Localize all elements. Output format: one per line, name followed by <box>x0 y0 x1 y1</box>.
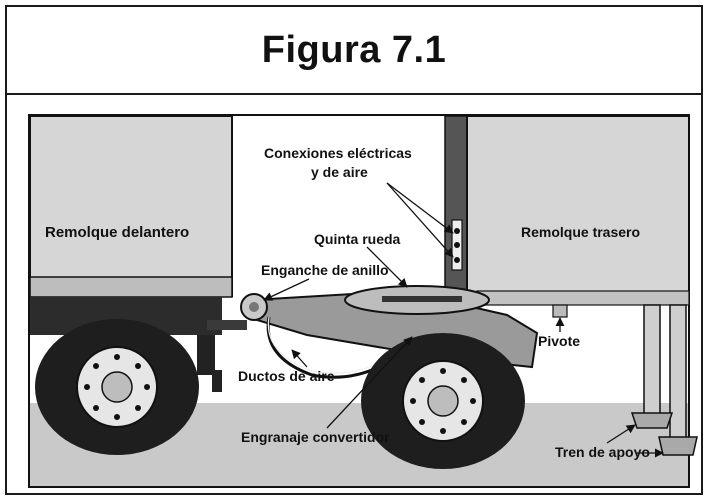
label-connections-line1: Conexiones eléctricas <box>264 145 412 161</box>
figure-frame: Figura 7.1 <box>5 5 703 495</box>
rear-trailer <box>444 115 690 323</box>
label-connections-line2: y de aire <box>311 164 368 180</box>
label-landing-gear: Tren de apoyo <box>555 444 650 460</box>
dolly-tire <box>361 333 525 469</box>
label-front-trailer: Remolque delantero <box>45 224 189 241</box>
label-air-ducts: Ductos de aire <box>238 368 335 384</box>
title-bar: Figura 7.1 <box>7 7 701 95</box>
label-fifth-wheel: Quinta rueda <box>314 231 401 247</box>
landing-gear <box>630 304 698 456</box>
figure-title: Figura 7.1 <box>261 28 447 71</box>
double-trailer-illustration: Remolque delantero Remolque trasero Cone… <box>28 114 698 488</box>
label-converter-gear: Engranaje convertidor <box>241 429 390 445</box>
label-rear-trailer: Remolque trasero <box>521 224 640 240</box>
label-ring-hitch: Enganche de anillo <box>261 262 389 278</box>
label-pivot: Pivote <box>538 333 580 349</box>
pivot-pin <box>552 304 568 318</box>
leader-arrows <box>263 182 664 458</box>
illustration-area: Remolque delantero Remolque trasero Cone… <box>7 95 701 495</box>
front-trailer-tire <box>35 319 199 455</box>
